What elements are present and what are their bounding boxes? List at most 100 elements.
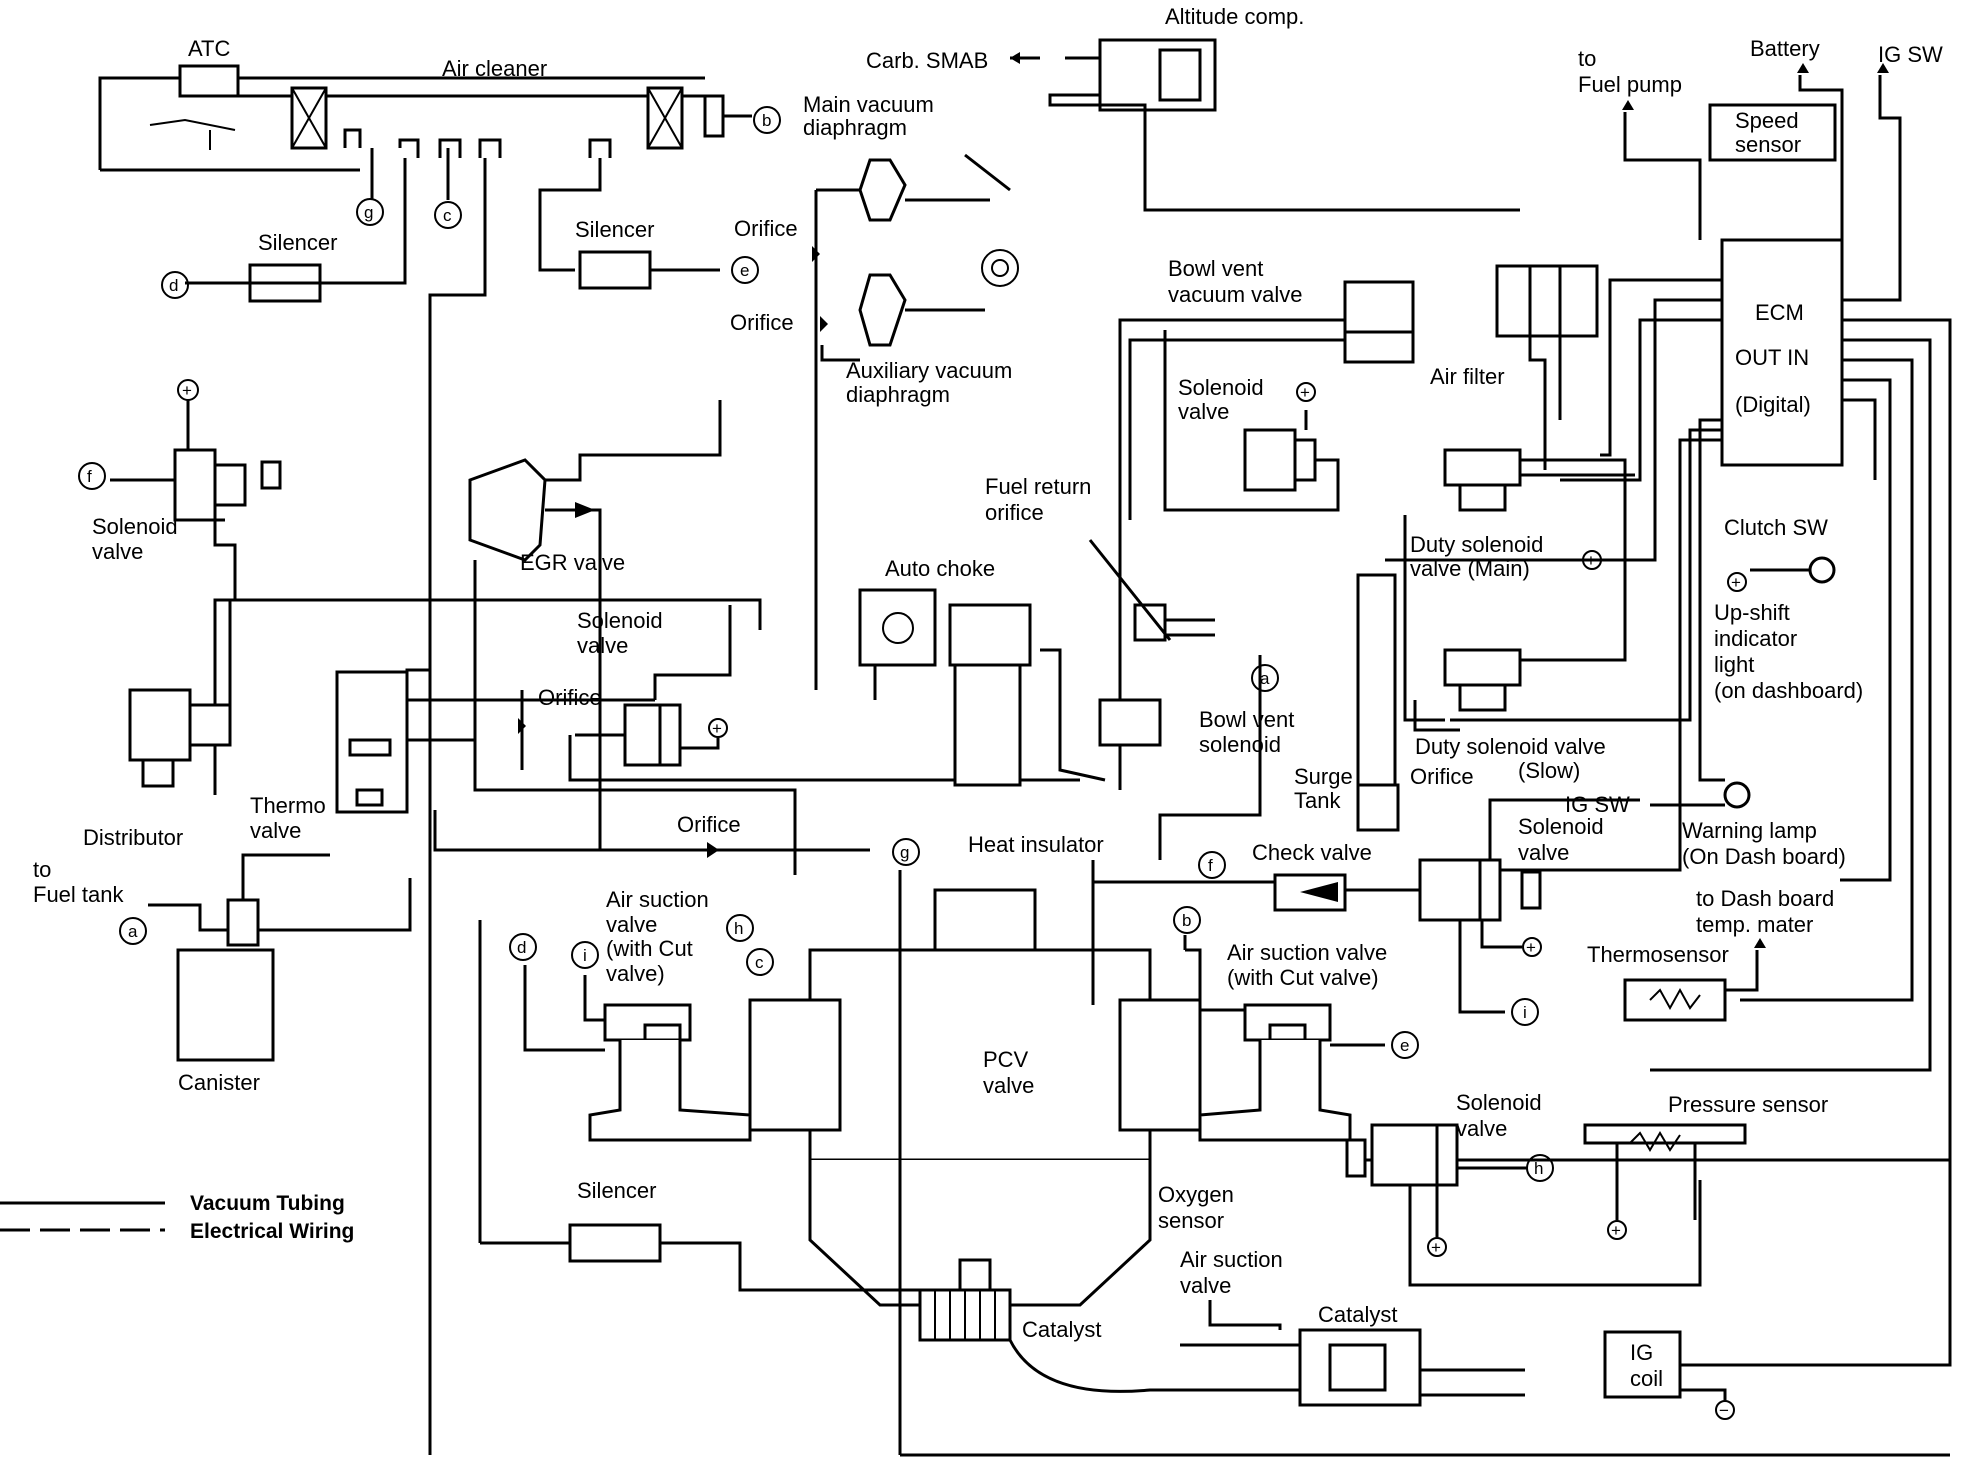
air-suction-right-label-1: Air suction valve <box>1227 940 1387 965</box>
solenoid-valve-cl-label-1: Solenoid <box>577 608 663 633</box>
solenoid-valve-cl-label-2: valve <box>577 633 628 658</box>
connector-d-left: d <box>169 276 178 295</box>
orifice-label-3: Orifice <box>538 685 602 710</box>
connector-h-mid: h <box>734 919 743 938</box>
connector-c-top: c <box>443 206 452 225</box>
surge-tank: Surge Tank Orifice <box>1294 764 1474 832</box>
warning-lamp: IG SW Warning lamp (On Dash board) <box>1565 781 1846 869</box>
distributor: Distributor <box>83 688 232 850</box>
auxiliary-vacuum-diaphragm: Auxiliary vacuum diaphragm <box>846 249 1019 407</box>
orifice-label-2: Orifice <box>730 310 794 335</box>
solenoid-valve-left: + Solenoid valve <box>92 379 282 564</box>
connector-h-right: h <box>1534 1159 1543 1178</box>
air-filter: Air filter <box>1430 264 1599 389</box>
pcv-valve-label-2: valve <box>983 1073 1034 1098</box>
connector-f-left: f <box>87 467 92 486</box>
solenoid-valve-ru-label-1: Solenoid <box>1518 814 1604 839</box>
up-shift-label-4: (on dashboard) <box>1714 678 1863 703</box>
speed-sensor-label-1: Speed <box>1735 108 1799 133</box>
thermosensor-label: Thermosensor <box>1587 942 1729 967</box>
auxiliary-vacuum-diaphragm-label-2: diaphragm <box>846 382 950 407</box>
auxiliary-vacuum-diaphragm-label-1: Auxiliary vacuum <box>846 358 1012 383</box>
air-suction-right-label-2: (with Cut valve) <box>1227 965 1379 990</box>
thermo-valve-label-1: Thermo <box>250 793 326 818</box>
check-valve: Check valve <box>1252 840 1372 912</box>
solenoid-valve-upper-mid: Solenoid valve <box>1178 375 1317 492</box>
air-suction-valve-left: Air suction valve (with Cut valve) <box>588 887 752 1142</box>
connector-circles: b g c d e f a g f a h b d i c i e h <box>78 106 1554 1182</box>
minus-symbol-1: − <box>1719 1401 1729 1420</box>
up-shift-label-3: light <box>1714 652 1754 677</box>
main-vacuum-diaphragm-label-2: diaphragm <box>803 115 907 140</box>
to-fuel-tank-label-1: to <box>33 857 51 882</box>
auto-choke-label: Auto choke <box>885 556 995 581</box>
duty-solenoid-slow-label-1: Duty solenoid valve <box>1415 734 1606 759</box>
air-suction-valve-right: Air suction valve (with Cut valve) <box>1198 940 1387 1142</box>
air-suction-left-label-3: (with Cut <box>606 936 693 961</box>
distributor-label: Distributor <box>83 825 183 850</box>
orifice-label-5: Orifice <box>677 812 741 837</box>
pressure-sensor-label: Pressure sensor <box>1668 1092 1828 1117</box>
warning-lamp-label-2: (On Dash board) <box>1682 844 1846 869</box>
plus-symbol-6: + <box>1526 938 1536 957</box>
legend-electrical-label: Electrical Wiring <box>190 1220 354 1243</box>
solenoid-valve-ru-label-2: valve <box>1518 840 1569 865</box>
connector-f-mid: f <box>1208 856 1213 875</box>
surge-tank-label-1: Surge <box>1294 764 1353 789</box>
solenoid-valve-rl-label-2: valve <box>1456 1116 1507 1141</box>
egr-valve: EGR valve <box>468 458 625 850</box>
ecm-unit: Speed sensor ECM OUT IN (Digital) to Fue… <box>1578 36 1943 540</box>
thermosensor: Thermosensor to Dash board temp. mater <box>1587 886 1834 1022</box>
plus-symbol-5: + <box>712 719 722 738</box>
air-suction-left-label-2: valve <box>606 912 657 937</box>
air-suction-left-label-1: Air suction <box>606 887 709 912</box>
air-suction-valve-label-1: Air suction <box>1180 1247 1283 1272</box>
silencer-label-2: Silencer <box>575 217 654 242</box>
surge-tank-label-2: Tank <box>1294 788 1341 813</box>
plus-symbol-7: + <box>1431 1238 1441 1257</box>
connector-b-mid: b <box>1182 911 1191 930</box>
bowl-vent-vacuum-valve-label-2: vacuum valve <box>1168 282 1303 307</box>
plus-symbol-3: + <box>1731 573 1741 592</box>
speed-sensor-label-2: sensor <box>1735 132 1801 157</box>
air-filter-label: Air filter <box>1430 364 1505 389</box>
up-shift-indicator-light: + Up-shift indicator light (on dashboard… <box>1714 556 1863 703</box>
carb-smab-label: Carb. SMAB <box>866 48 988 73</box>
air-cleaner: ATC Air cleaner <box>98 36 725 172</box>
altitude-comp-label: Altitude comp. <box>1165 4 1304 29</box>
altitude-compensator: Altitude comp. Carb. SMAB <box>866 4 1520 212</box>
air-suction-left-label-4: valve) <box>606 961 665 986</box>
solenoid-valve-label-a2: valve <box>1178 399 1229 424</box>
duty-solenoid-main-label-1: Duty solenoid <box>1410 532 1543 557</box>
orifice-label-1: Orifice <box>734 216 798 241</box>
ecm-label-2: OUT IN <box>1735 345 1809 370</box>
up-shift-label-1: Up-shift <box>1714 600 1790 625</box>
heat-insulator-label: Heat insulator <box>968 832 1104 857</box>
connector-b-top: b <box>762 111 771 130</box>
clutch-sw-label: Clutch SW <box>1724 515 1828 540</box>
ig-sw-label-mid: IG SW <box>1565 792 1630 817</box>
ig-coil-label-2: coil <box>1630 1366 1663 1391</box>
ig-coil-label-1: IG <box>1630 1340 1653 1365</box>
connector-d-mid: d <box>517 938 526 957</box>
silencer-bottom: Silencer <box>480 1178 920 1292</box>
connector-e-mid: e <box>740 261 749 280</box>
pressure-sensor: + Pressure sensor <box>1583 1092 1828 1240</box>
egr-valve-label: EGR valve <box>520 550 625 575</box>
main-vacuum-diaphragm-label-1: Main vacuum <box>803 92 934 117</box>
duty-solenoid-valve-slow: Duty solenoid valve (Slow) <box>1415 648 1606 783</box>
plus-symbol-2: + <box>1586 551 1596 570</box>
legend: Vacuum Tubing Electrical Wiring <box>0 1192 354 1243</box>
solenoid-valve-rl-label-1: Solenoid <box>1456 1090 1542 1115</box>
arrows <box>1010 52 1889 948</box>
carburetor-assembly: Auto choke Fuel return orifice Bowl vent… <box>858 474 1294 787</box>
oxygen-sensor-label-2: sensor <box>1158 1208 1224 1233</box>
pcv-valve-label-1: PCV <box>983 1047 1029 1072</box>
duty-solenoid-slow-label-2: (Slow) <box>1518 758 1580 783</box>
to-dash-board-label-2: temp. mater <box>1696 912 1813 937</box>
connector-c-mid: c <box>755 953 764 972</box>
to-fuel-pump-label-2: Fuel pump <box>1578 72 1682 97</box>
solenoid-valve-center-left: + Solenoid valve Orifice <box>538 608 728 767</box>
check-valve-label: Check valve <box>1252 840 1372 865</box>
